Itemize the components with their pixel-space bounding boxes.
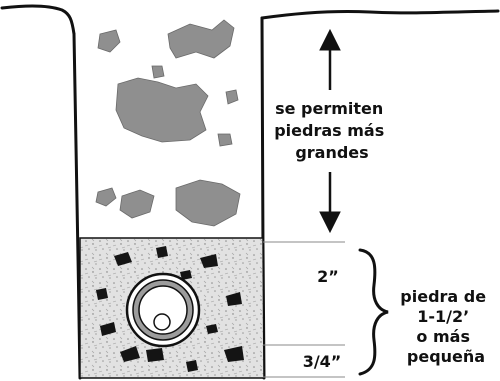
stone — [217, 133, 233, 147]
trench-left-wall — [72, 32, 82, 380]
gravel-stone — [206, 324, 218, 334]
large-stones — [95, 19, 241, 227]
stone — [175, 179, 241, 227]
stone — [167, 19, 235, 59]
stone — [95, 187, 117, 207]
stone — [115, 77, 209, 143]
drain-pipe — [125, 272, 201, 348]
dimension-top-label: 2” — [317, 267, 339, 286]
gravel-stone — [120, 346, 140, 362]
ground-surface-line-right — [260, 9, 500, 20]
gravel-stone — [226, 292, 242, 306]
gravel-stone — [146, 348, 164, 362]
gravel-stone — [96, 288, 108, 300]
gravel-stone — [114, 252, 132, 266]
gravel-stone — [100, 322, 116, 336]
large-stones-label: se permiten piedras más grandes — [274, 99, 390, 162]
stone — [225, 89, 239, 105]
stone — [151, 65, 165, 79]
gravel-stone — [180, 270, 192, 280]
dimension-bottom-label: 3/4” — [303, 352, 342, 371]
stone — [119, 189, 155, 219]
gravel-stone — [156, 246, 168, 258]
gravel-stone — [186, 360, 198, 372]
stone — [97, 29, 121, 53]
gravel-stone — [200, 254, 218, 268]
gravel-brace — [358, 248, 389, 376]
ground-surface-line — [0, 4, 76, 36]
gravel-stones — [96, 246, 244, 372]
height-arrow — [319, 28, 341, 234]
pipe-perforation — [153, 313, 171, 331]
dimension-lines — [263, 241, 345, 378]
gravel-stone — [224, 346, 244, 362]
gravel-label: piedra de 1-1/2’ o más pequeña — [400, 287, 491, 366]
